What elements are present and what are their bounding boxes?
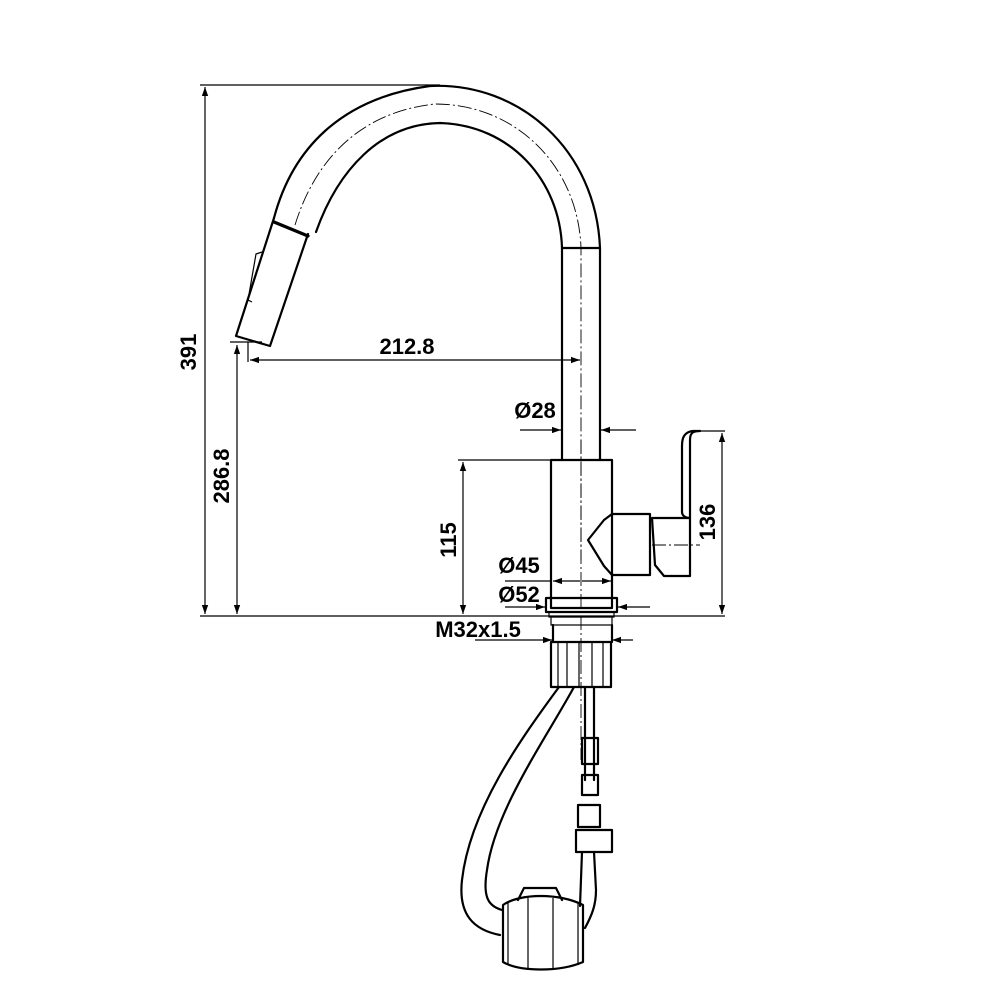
dimension-overall-height: 391: [176, 334, 201, 371]
dimension-body-height: 115: [436, 522, 461, 558]
faucet-outline: [234, 84, 702, 971]
dimension-tube-diameter: Ø28: [514, 398, 556, 423]
dimension-base-diameter: Ø52: [498, 582, 540, 607]
dimension-handle-height: 136: [695, 504, 720, 541]
dimension-spout-outlet-height: 286.8: [209, 448, 234, 503]
dimension-body-diameter: Ø45: [498, 553, 540, 578]
dimension-spout-reach: 212.8: [379, 334, 434, 359]
dimension-lines: [200, 84, 726, 644]
dimension-thread: M32x1.5: [435, 617, 521, 642]
